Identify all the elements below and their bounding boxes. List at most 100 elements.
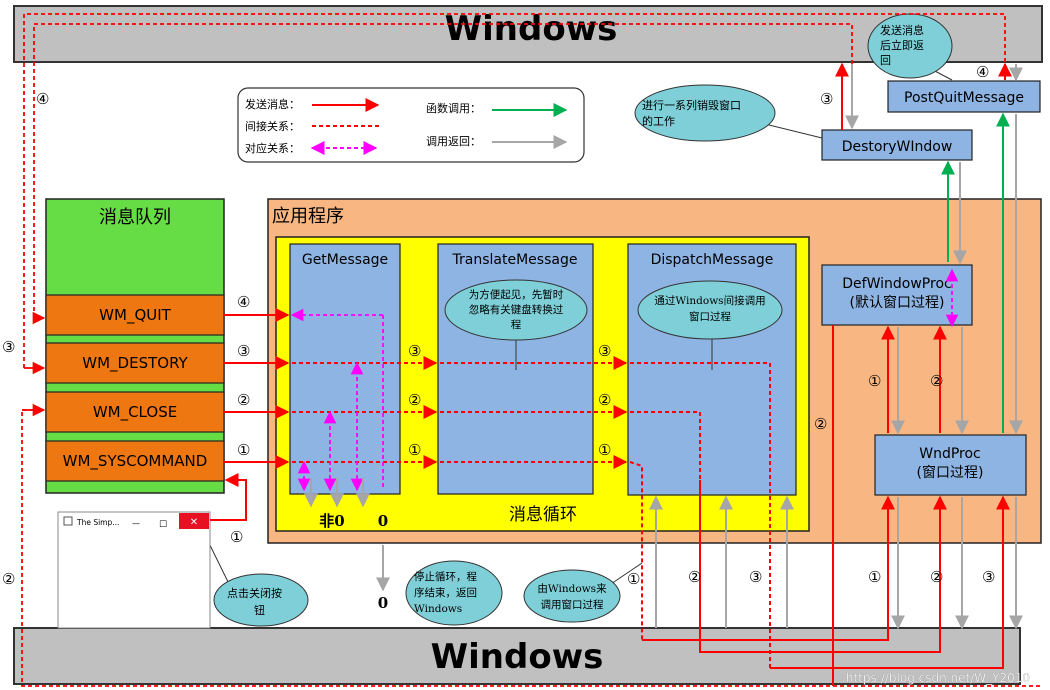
windows-bottom-label: Windows [431, 637, 604, 677]
queue-item-wm-syscommand: WM_SYSCOMMAND [45, 440, 225, 482]
step-label: ① [627, 570, 640, 588]
post-quit-message-box: PostQuitMessage [887, 80, 1041, 113]
callout-indirect-call: 通过Windows间接调用 窗口过程 [637, 280, 783, 370]
step-label: ④ [976, 63, 989, 81]
callout-send-return-line1: 发送消息 [880, 23, 924, 37]
windows-top-label: Windows [445, 9, 618, 49]
def-window-proc-desc: (默认窗口过程) [850, 294, 945, 311]
mini-window-title: The Simp... [76, 518, 119, 527]
step-label: ② [408, 391, 421, 409]
queue-item-wm-destory: WM_DESTORY [45, 342, 225, 384]
message-queue: 消息队列 WM_QUIT WM_DESTORY WM_CLOSE WM_SYSC… [45, 198, 225, 494]
arrows [21, 13, 1040, 687]
callout-stop-line3: Windows [414, 603, 462, 615]
watermark: https://blog.csdn.net/W_Y2010 [846, 671, 1030, 685]
legend-send-label: 发送消息： [245, 97, 300, 111]
step-label: ① [408, 441, 421, 459]
def-window-proc-box: DefWindowProc (默认窗口过程) [821, 264, 973, 326]
mini-window: The Simp... — ☐ ✕ [57, 511, 211, 629]
callout-windows-call-line1: 由Windows来 [537, 582, 607, 595]
loop-label: 消息循环 [509, 505, 577, 525]
callout-click-close: 点击关闭按 钮 [204, 534, 309, 627]
callout-stop-line1: 停止循环，程 [414, 570, 477, 583]
step-label: ② [2, 570, 15, 588]
step-label: ② [237, 391, 250, 409]
step-label: ④ [36, 90, 49, 108]
queue-item-label: WM_CLOSE [93, 403, 177, 422]
queue-item-label: WM_QUIT [99, 306, 171, 325]
step-markers: ④ ③ ② ④ ③ ② ① ① ③ ② ① ③ ② ① ① ② ③ ② ① ② … [2, 63, 995, 588]
step-label: ② [598, 391, 611, 409]
app-icon [63, 516, 73, 526]
def-window-proc-name: DefWindowProc [842, 276, 951, 292]
step-label: ① [868, 568, 881, 586]
step-label: ③ [408, 342, 421, 360]
callout-ignore-line2: 忽略有关键盘转换过 [469, 303, 564, 316]
wnd-proc-desc: (窗口过程) [917, 464, 984, 481]
step-label: ② [688, 568, 701, 586]
step-label: ③ [749, 568, 762, 586]
close-icon[interactable]: ✕ [190, 517, 198, 528]
step-label: ① [868, 372, 881, 390]
callout-destroy-work-line1: 进行一系列销毁窗口 [642, 98, 741, 112]
callout-click-close-line2: 钮 [254, 603, 265, 617]
close-button[interactable] [179, 513, 209, 529]
legend-correspond-label: 对应关系： [245, 141, 300, 155]
queue-title: 消息队列 [99, 207, 171, 228]
app-title: 应用程序 [272, 206, 344, 227]
legend-call-label: 函数调用： [426, 102, 481, 115]
dispatch-message-label: DispatchMessage [651, 252, 774, 268]
callout-indirect-line2: 窗口过程 [689, 310, 731, 323]
step-label: ③ [982, 568, 995, 586]
bottom-zero-label: 0 [378, 594, 388, 612]
queue-item-wm-quit: WM_QUIT [45, 294, 225, 336]
wnd-proc-box: WndProc (窗口过程) [874, 434, 1027, 496]
zero-label: 0 [378, 512, 388, 530]
callout-stop-line2: 序结束，返回 [414, 586, 477, 599]
callout-indirect-line1: 通过Windows间接调用 [654, 294, 765, 307]
step-label: ② [930, 372, 943, 390]
callout-windows-call: 由Windows来 调用窗口过程 [523, 562, 643, 623]
callout-send-return-line3: 回 [880, 54, 891, 67]
callout-ignore-keyboard: 为方便起见，先暂时 忽略有关键盘转换过 程 [444, 279, 588, 370]
wnd-proc-name: WndProc [919, 446, 981, 462]
windows-bottom-bar: Windows [13, 627, 1021, 685]
callout-destroy-work-line2: 的工作 [642, 114, 675, 128]
post-quit-message-label: PostQuitMessage [904, 90, 1024, 106]
queue-item-wm-close: WM_CLOSE [45, 391, 225, 433]
callout-send-return: 发送消息 后立即返 回 [867, 13, 953, 81]
queue-item-label: WM_DESTORY [82, 354, 188, 373]
callout-ignore-line3: 程 [511, 319, 522, 331]
step-label: ② [814, 415, 827, 433]
click-to-syscommand [210, 473, 247, 521]
nonzero-label: 非0 [319, 512, 344, 530]
callout-stop-loop: 停止循环，程 序结束，返回 Windows [405, 560, 503, 626]
get-message-label: GetMessage [302, 252, 388, 268]
maximize-button[interactable]: ☐ [159, 520, 167, 530]
destroy-window-box: DestoryWIndow [821, 129, 973, 161]
step-label: ③ [237, 342, 250, 360]
step-label: ③ [2, 338, 15, 356]
get-message-box: GetMessage [289, 243, 401, 495]
step-label: ③ [598, 342, 611, 360]
indirect-destroy-outer [23, 13, 1006, 368]
callout-send-return-line2: 后立即返 [880, 38, 924, 52]
callout-ignore-line1: 为方便起见，先暂时 [469, 288, 564, 301]
callout-click-close-line1: 点击关闭按 [227, 586, 282, 600]
translate-message-label: TranslateMessage [452, 252, 578, 268]
step-label: ④ [237, 293, 250, 311]
legend: 发送消息： 间接关系： 对应关系： 函数调用： 调用返回： [237, 87, 585, 163]
step-label: ① [598, 441, 611, 459]
step-label: ① [230, 528, 243, 546]
step-label: ③ [820, 90, 833, 108]
legend-indirect-label: 间接关系： [245, 119, 300, 133]
queue-item-label: WM_SYSCOMMAND [63, 452, 208, 471]
callout-windows-call-line2: 调用窗口过程 [541, 598, 604, 611]
callout-destroy-work: 进行一系列销毁窗口 的工作 [634, 84, 823, 142]
minimize-button[interactable]: — [132, 519, 140, 528]
step-label: ① [237, 441, 250, 459]
legend-return-label: 调用返回： [426, 135, 481, 148]
step-label: ② [930, 568, 943, 586]
